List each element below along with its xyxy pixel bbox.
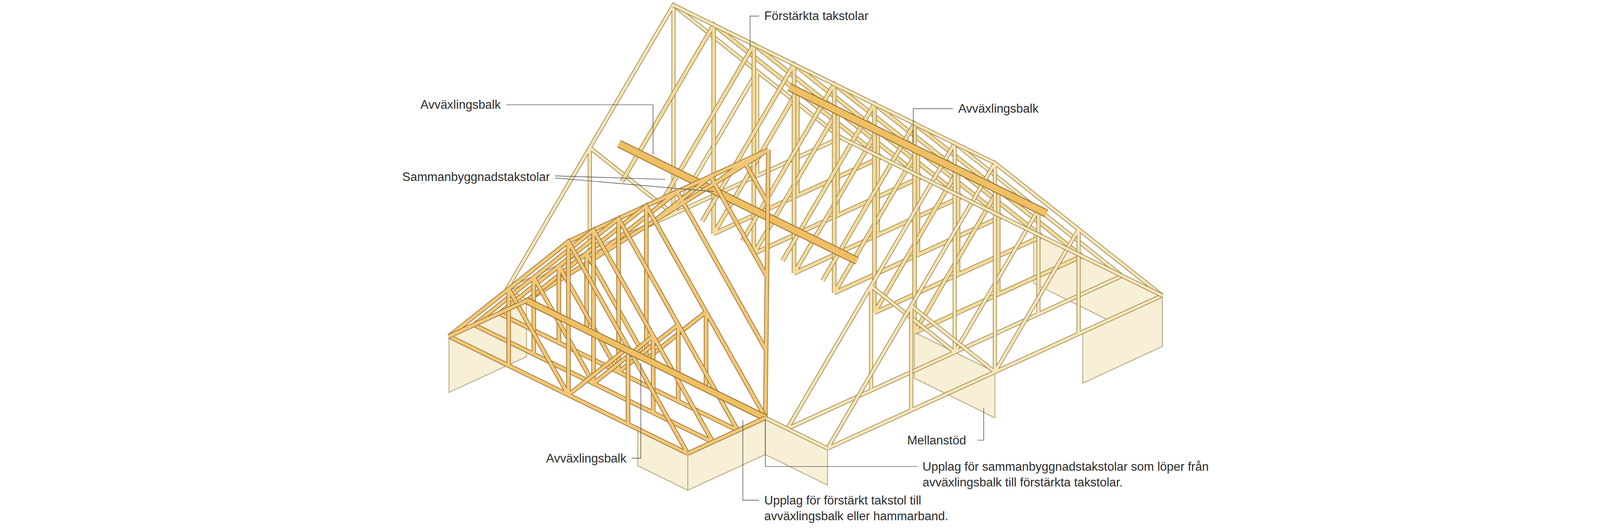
beam xyxy=(789,87,1047,214)
wall-panel xyxy=(765,417,828,486)
leader-line xyxy=(506,104,654,156)
leader-line xyxy=(554,175,666,180)
callout-label: Upplag för förstärkt takstol till avväxl… xyxy=(763,492,986,525)
callout-label: Avväxlingsbalk xyxy=(545,450,628,467)
timber-line xyxy=(506,5,1163,449)
timber-line xyxy=(448,300,766,454)
leader-line xyxy=(631,362,641,459)
combined-truss xyxy=(448,241,688,454)
callout-label: Avväxlingsbalk xyxy=(419,97,502,113)
callout-label: Mellanstöd xyxy=(906,432,968,449)
leader-line xyxy=(750,16,760,47)
leader-lines xyxy=(506,16,984,501)
callout-label: Förstärkta takstolar xyxy=(763,8,870,24)
beam xyxy=(526,300,766,419)
roof-truss xyxy=(787,143,1123,429)
reinforced-truss xyxy=(662,44,922,254)
reinforced-truss xyxy=(782,103,1042,313)
callout-label: Sammanbyggnadstakstolar xyxy=(400,169,552,185)
trimmer-beam xyxy=(448,300,766,454)
wall-panel xyxy=(1082,295,1163,384)
beam xyxy=(789,87,1047,214)
leader-line xyxy=(765,419,918,467)
ridge-eave-lines xyxy=(506,5,1163,449)
beam xyxy=(526,300,766,419)
timber-line xyxy=(506,5,1163,449)
leader-line xyxy=(977,407,984,441)
trimmer-beam xyxy=(618,87,1047,262)
leader-line xyxy=(743,419,760,501)
callout-label: Upplag för sammanbyggnadstakstolar som l… xyxy=(921,459,1250,491)
leader-line xyxy=(913,108,953,143)
callout-label: Avväxlingsbalk xyxy=(957,100,1040,117)
wall-panel xyxy=(687,417,766,491)
leader-line xyxy=(554,177,714,192)
timber-line xyxy=(448,300,766,454)
roof-truss xyxy=(827,162,1163,449)
